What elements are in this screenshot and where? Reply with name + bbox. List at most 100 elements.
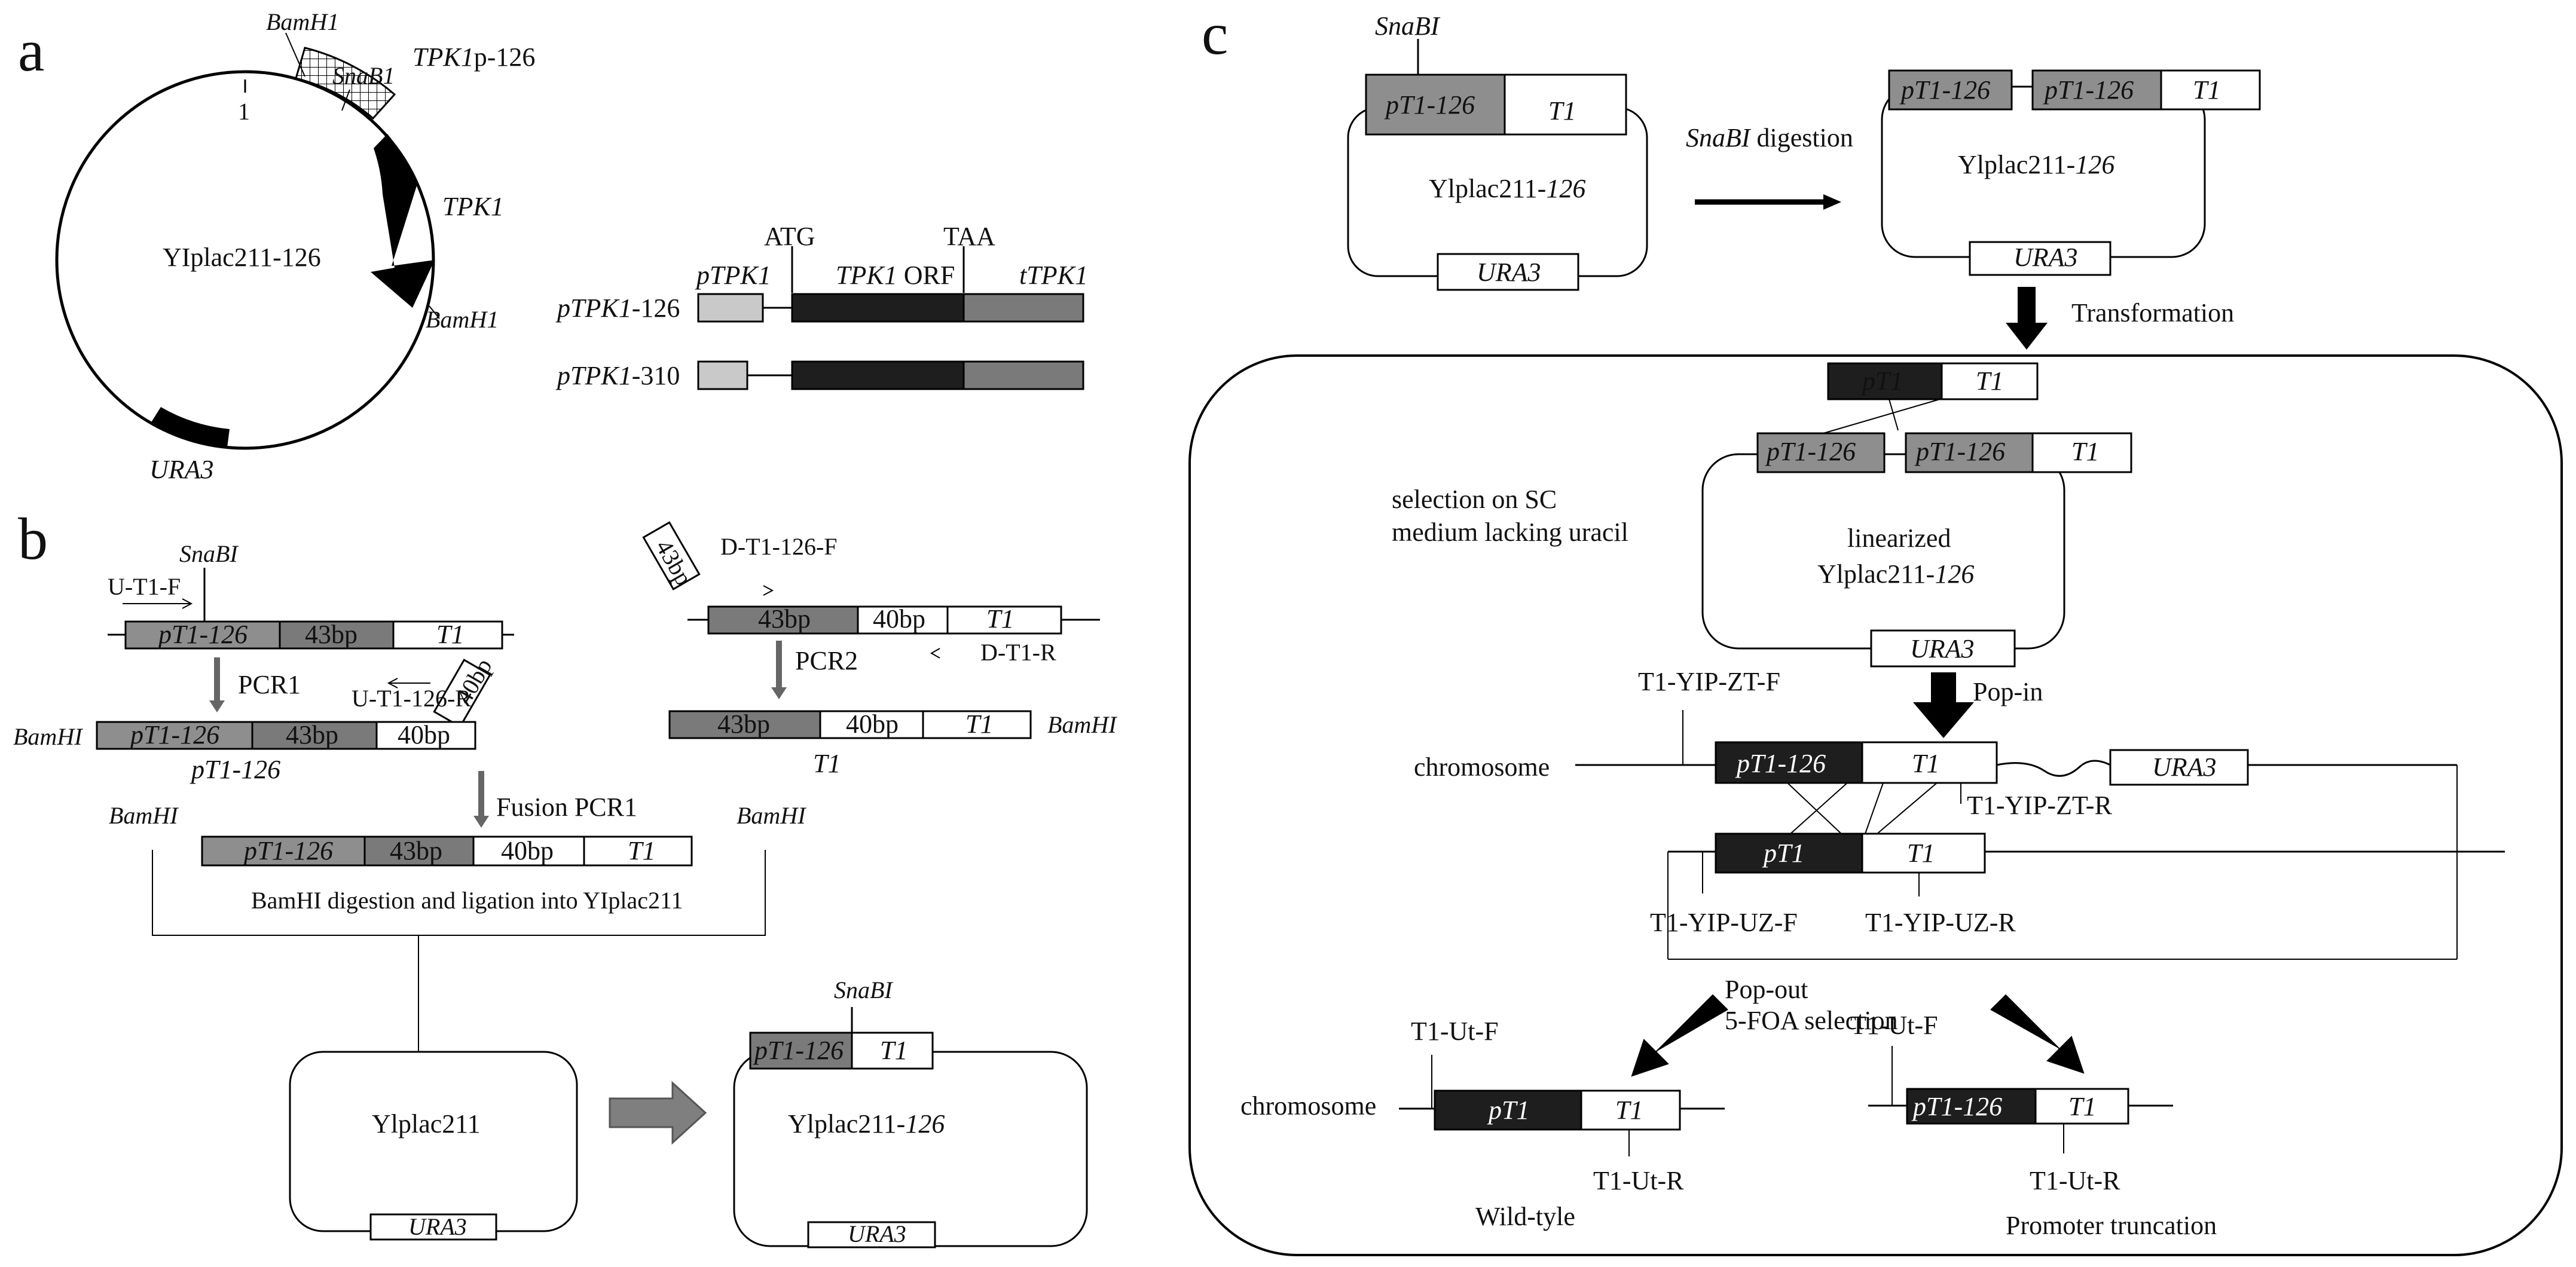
bamh1-top-leader <box>285 32 305 77</box>
c-digested-pt1-left-text: pT1-126 <box>1899 75 1990 105</box>
ylplac211-126-vector <box>733 1007 1088 1248</box>
wt-pt1-text: pT1 <box>1487 1095 1529 1125</box>
snabi-left-label: SnaBI <box>179 540 239 567</box>
digestion-text: BamHI digestion and ligation into YIplac… <box>251 887 683 914</box>
integrated-ura3-box <box>2109 749 2249 786</box>
pcr2-bp43-text: 43bp <box>758 604 811 634</box>
d-t1-r-label: D-T1-R <box>980 639 1056 666</box>
u-t1-f-label: U-T1-F <box>108 573 181 600</box>
crossover-3 <box>1865 782 1884 834</box>
ylplac211-126-label: Ylplac211-126 <box>788 1109 945 1139</box>
fusion-arrowhead <box>473 816 489 828</box>
tpk1-gene-arrow <box>371 134 435 308</box>
pop-in-shaft <box>1931 672 1956 705</box>
orf-box-row2 <box>791 360 965 390</box>
chromosome-label-2: chromosome <box>1240 1091 1376 1121</box>
tpk1p-label: TPK1p-126 <box>412 42 535 72</box>
pcr2-arrowhead <box>771 687 787 699</box>
fusion-label: Fusion PCR1 <box>496 792 637 822</box>
digestion-label: SnaBI digestion <box>1686 123 1853 152</box>
chromosome-label-1: chromosome <box>1414 752 1550 782</box>
cell-pt1-text: pT1 <box>1860 366 1903 396</box>
t1-box <box>392 620 503 650</box>
digestion-step <box>1695 194 1841 210</box>
pcr2-fragment <box>642 521 1100 699</box>
product-bp40-text: 40bp <box>398 720 450 749</box>
linearized-pt1-right-text: pT1-126 <box>1914 437 2005 466</box>
c-digested-ura3-text: URA3 <box>2013 243 2078 272</box>
linearized-label-1: linearized <box>1847 524 1951 553</box>
product-pt1-126-text: pT1-126 <box>129 720 219 749</box>
c-digested-ura3-box <box>1969 241 2111 276</box>
pcr2-product-bp40-box <box>819 710 924 739</box>
linearized-ura3-text: URA3 <box>1910 634 1975 663</box>
fusion-bamhi-left: BamHI <box>109 802 179 829</box>
tr-pt1-126-box <box>1906 1088 2037 1125</box>
integrated-t1-text: T1 <box>1912 749 1939 778</box>
pcr2-bp40-text: 40bp <box>873 604 925 634</box>
pcr2-product-bamhi-label: BamHI <box>1047 711 1117 738</box>
d-t1-r-arrowhead <box>930 648 940 659</box>
promoter-truncation-label: Promoter truncation <box>2006 1211 2217 1240</box>
panel-c-label: c <box>1202 1 1228 67</box>
ptpk1-box-row1 <box>697 293 764 323</box>
t1-yip-zt-f-label: T1-YIP-ZT-F <box>1638 667 1780 696</box>
fusion-step <box>152 771 766 1052</box>
digested-vector <box>1881 69 2261 276</box>
ylplac211-126-pt1-text: pT1-126 <box>753 1036 844 1065</box>
linearized-pt1-left-text: pT1-126 <box>1765 437 1856 466</box>
ttpk1-header: tTPK1 <box>1019 261 1088 290</box>
c-intact-pt1-126-box <box>1365 74 1506 136</box>
fusion-pt1-126-text: pT1-126 <box>242 836 333 865</box>
tr-pt1-126-text: pT1-126 <box>1911 1092 2002 1121</box>
product-bp43-box <box>251 721 378 750</box>
wild-type-label: Wild-tyle <box>1475 1202 1575 1231</box>
integrated-vector-backbone <box>1996 760 2111 777</box>
pcr2-t1-text: T1 <box>986 604 1014 634</box>
fusion-bp40-box <box>472 836 585 867</box>
row2-label: pTPK1-310 <box>555 361 680 390</box>
pcr2-product <box>668 710 1032 739</box>
pop-out-arrow-right <box>1990 994 2085 1074</box>
t1-text: T1 <box>436 620 464 649</box>
integrated-pt1-126-text: pT1-126 <box>1735 749 1826 778</box>
plasmid-name: YIplac211-126 <box>163 243 321 272</box>
linearized-label-2: Ylplac211-126 <box>1817 559 1974 589</box>
pt1-126-text: pT1-126 <box>157 620 247 649</box>
second-pt1-box <box>1715 833 1863 874</box>
transformation-step <box>2006 287 2048 350</box>
bamh1-top-label: BamH1 <box>266 8 339 35</box>
intact-vector <box>1347 39 1648 291</box>
product-pt1-126-box <box>96 721 253 750</box>
crossover-2 <box>1790 782 1848 834</box>
ura3-label: URA3 <box>149 455 214 484</box>
fusion-shaft <box>478 771 484 820</box>
pcr2-bp40-box <box>857 605 949 635</box>
cross-line-2 <box>1823 399 1941 434</box>
integrated-ura3-text: URA3 <box>2152 752 2217 782</box>
bp43-tag-fwd <box>642 521 701 590</box>
ura3-gene-block <box>151 407 230 448</box>
pop-in-arrowhead <box>1913 702 1974 738</box>
ylplac211-ura3-text: URA3 <box>408 1213 467 1240</box>
ligation-arrow <box>609 1081 707 1145</box>
ptpk1-box-row2 <box>697 360 748 390</box>
panel-b-label: b <box>18 506 48 572</box>
c-intact-pt1-126-text: pT1-126 <box>1384 90 1475 120</box>
bp40-tag-rev <box>433 659 491 728</box>
selection-line2: medium lacking uracil <box>1392 518 1628 547</box>
ptpk1-header: pTPK1 <box>695 261 771 290</box>
wt-ut-r-label: T1-Ut-R <box>1593 1166 1684 1195</box>
pcr1-arrowhead <box>209 700 225 712</box>
ylplac211-126-ura3-text: URA3 <box>848 1220 906 1247</box>
tpk1-label: TPK1 <box>442 192 504 221</box>
pcr2-label: PCR2 <box>795 646 858 675</box>
t1-yip-uz-f-label: T1-YIP-UZ-F <box>1650 908 1798 937</box>
product-bp40-box <box>375 721 476 750</box>
pcr2-bp43-box <box>707 605 859 635</box>
fusion-t1-box <box>583 836 693 867</box>
pcr2-product-t1-text: T1 <box>965 709 993 739</box>
transformation-arrowhead <box>2006 323 2048 350</box>
ylplac211-ura3-box <box>369 1213 497 1241</box>
ttpk1-box-row2 <box>962 360 1084 390</box>
